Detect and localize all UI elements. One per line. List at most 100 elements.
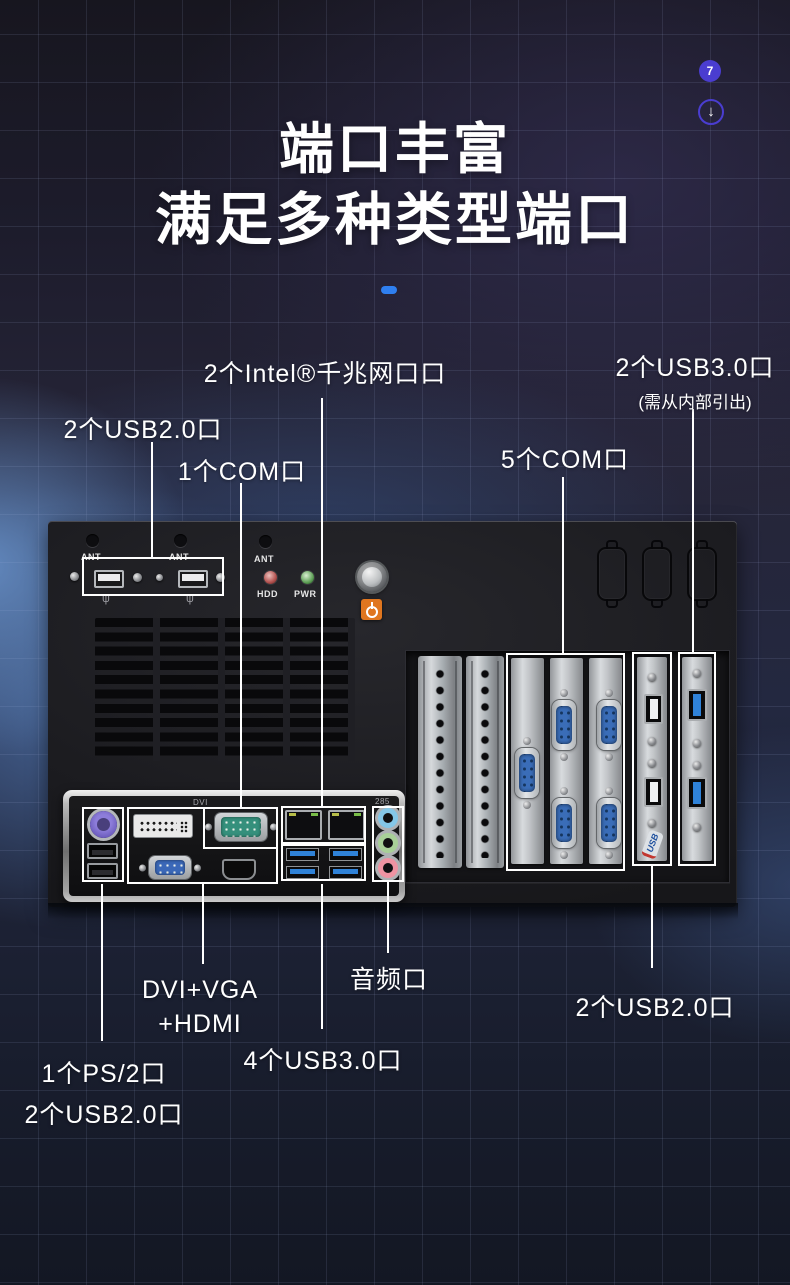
down-arrow-icon: ↓ [707, 103, 715, 120]
screw [693, 739, 701, 747]
callout-ps2-line2: 2个USB2.0口 [24, 1101, 184, 1129]
usb3-port [286, 866, 319, 879]
db9-knockout [642, 547, 672, 601]
highlight-box-com1 [203, 807, 278, 849]
db9-pins [601, 706, 617, 744]
panel-code-label: 285 [375, 797, 390, 806]
screw [693, 761, 701, 769]
hdd-label: HDD [257, 589, 278, 599]
screw [70, 572, 79, 581]
usb3-port [286, 848, 319, 861]
com-db9-port [215, 813, 267, 841]
antenna-hole [174, 534, 187, 547]
dvi-port [133, 814, 193, 838]
page-subtitle: 满足多种类型端口 [155, 188, 635, 252]
scroll-down-button[interactable]: ↓ [698, 99, 724, 125]
screw [648, 759, 656, 767]
usb3-port [687, 777, 707, 809]
slot-cover-holes [434, 666, 446, 858]
audio-line-in-jack [378, 808, 398, 828]
chassis-shadow [48, 903, 738, 919]
screw [693, 669, 701, 677]
hdmi-port [222, 859, 256, 880]
com-db9-port [597, 700, 621, 750]
leader-line-video [202, 884, 204, 964]
com-db9-port [552, 700, 576, 750]
callout-ps2-line1: 1个PS/2口 [41, 1060, 167, 1088]
db9-pins [519, 754, 535, 792]
usb3-port [687, 689, 707, 721]
page-number-badge: 7 [699, 60, 721, 82]
leader-line-com1 [240, 483, 242, 807]
db9-pins [556, 804, 572, 842]
highlight-box-usb3-rear [281, 844, 366, 881]
db9-knockout [597, 547, 627, 601]
power-button [357, 562, 387, 592]
callout-com1: 1个COM口 [177, 458, 307, 486]
pwr-led [301, 571, 314, 584]
highlight-box-com5 [506, 653, 625, 871]
leader-line-top-usb2 [151, 442, 153, 558]
ant-label: ANT [254, 554, 274, 564]
antenna-hole [86, 534, 99, 547]
callout-top-usb2: 2个USB2.0口 [63, 416, 223, 444]
callout-com5: 5个COM口 [500, 446, 630, 474]
highlight-box-slot-usb3 [678, 652, 716, 866]
expansion-slot-area: USB [405, 650, 730, 883]
db9-knockout [687, 547, 717, 601]
audio-line-out-jack [378, 833, 398, 853]
hdd-led [264, 571, 277, 584]
db9-pins [221, 817, 261, 837]
com-db9-port [515, 748, 539, 798]
dvi-etch-label: DVI [193, 798, 208, 807]
pwr-label: PWR [294, 589, 317, 599]
screw [693, 823, 701, 831]
callout-audio: 音频口 [349, 966, 429, 994]
vga-port [149, 856, 191, 879]
io-shield-bezel: DVI 285 [63, 790, 405, 902]
callout-usb3-internal-line1: 2个USB3.0口 [615, 354, 775, 382]
callout-intel-lan: 2个Intel®千兆网口口 [203, 360, 447, 388]
power-icon [361, 599, 382, 620]
ethernet-port [285, 810, 322, 840]
highlight-box-lan [281, 806, 366, 844]
usb3-port [329, 848, 362, 861]
page-title: 端口丰富 [278, 118, 511, 180]
slot-cover-blank [466, 656, 504, 868]
leader-line-slot-usb2 [651, 866, 653, 968]
com-db9-port [597, 798, 621, 848]
leader-line-usb3-rear [321, 884, 323, 1029]
com-db9-port [552, 798, 576, 848]
screw [133, 573, 142, 582]
usb3-port [329, 866, 362, 879]
screw [648, 819, 656, 827]
io-panel: DVI 285 [69, 796, 404, 896]
accent-dash [381, 286, 397, 294]
highlight-box-audio [372, 806, 404, 882]
chassis-rear-panel: ANT ANT ANT ψ ψ HDD PWR [48, 521, 737, 907]
usb2-port [178, 570, 208, 588]
screw [156, 574, 163, 581]
usb2-port [87, 843, 118, 859]
leader-line-com5 [562, 477, 564, 653]
usb2-port [644, 694, 663, 724]
leader-line-usb3-internal [692, 409, 694, 653]
callout-ps2-usb2: 1个PS/2口 2个USB2.0口 [24, 1054, 183, 1131]
highlight-box-top-usb2 [82, 557, 224, 596]
slot-cover-holes [479, 666, 491, 858]
leader-line-ps2 [101, 884, 103, 1041]
usb2-port [644, 777, 663, 807]
usb-trident-icon: ψ [186, 593, 194, 605]
vga-pins [155, 860, 185, 875]
antenna-hole [259, 535, 272, 548]
usb-trident-icon: ψ [102, 593, 110, 605]
leader-line-intel-lan [321, 398, 323, 807]
callout-video-line1: DVI+VGA [141, 976, 259, 1004]
callout-video-line2: +HDMI [158, 1010, 242, 1038]
screw [648, 673, 656, 681]
usb2-port [94, 570, 124, 588]
callout-slot-usb2: 2个USB2.0口 [575, 994, 735, 1022]
usb2-port [87, 863, 118, 879]
screw [216, 573, 225, 582]
